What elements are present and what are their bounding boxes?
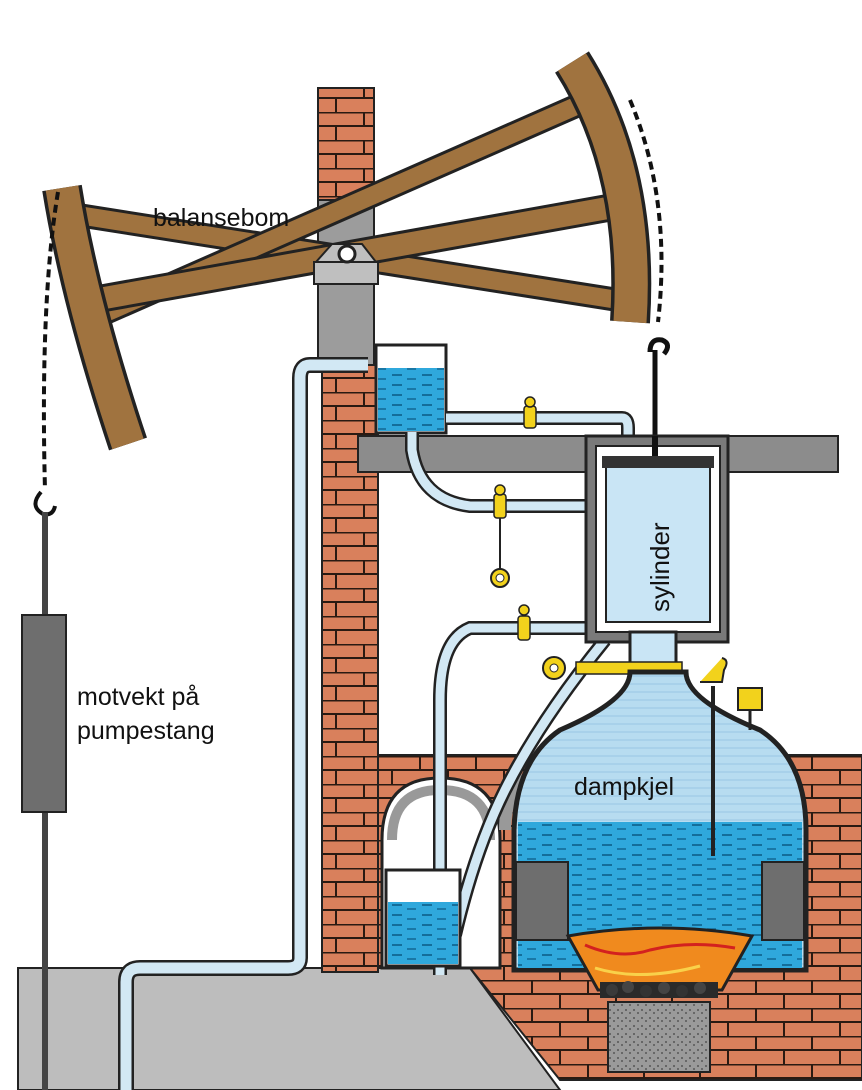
- feed-pipe: [118, 357, 368, 1090]
- lower-water-cistern: [384, 868, 462, 968]
- valves: [490, 396, 537, 641]
- injection-pipes: [405, 411, 635, 975]
- ash-pit: [607, 1001, 711, 1073]
- boiler-fittings: [700, 657, 763, 856]
- coal-grate: [600, 981, 718, 998]
- label-sylinder: sylinder: [645, 522, 675, 612]
- piston: [602, 456, 714, 468]
- label-balansebom: balansebom: [153, 204, 289, 232]
- cylinder: [584, 434, 730, 644]
- valve-lower: [517, 604, 531, 641]
- counterweight: [21, 614, 67, 813]
- valve-middle: [490, 484, 510, 588]
- top-water-tank: [374, 343, 448, 435]
- label-counterweight-line2: pumpestang: [77, 717, 215, 745]
- ground-base: [17, 967, 562, 1090]
- boiler: [511, 669, 809, 1073]
- balance-beam: [42, 51, 652, 451]
- label-dampkjel: dampkjel: [574, 773, 674, 801]
- label-counterweight-line1: motvekt på: [77, 683, 199, 711]
- valve-top: [523, 396, 537, 429]
- fire: [565, 926, 755, 992]
- safety-valve: [737, 687, 763, 711]
- pump-rod: [21, 512, 67, 1090]
